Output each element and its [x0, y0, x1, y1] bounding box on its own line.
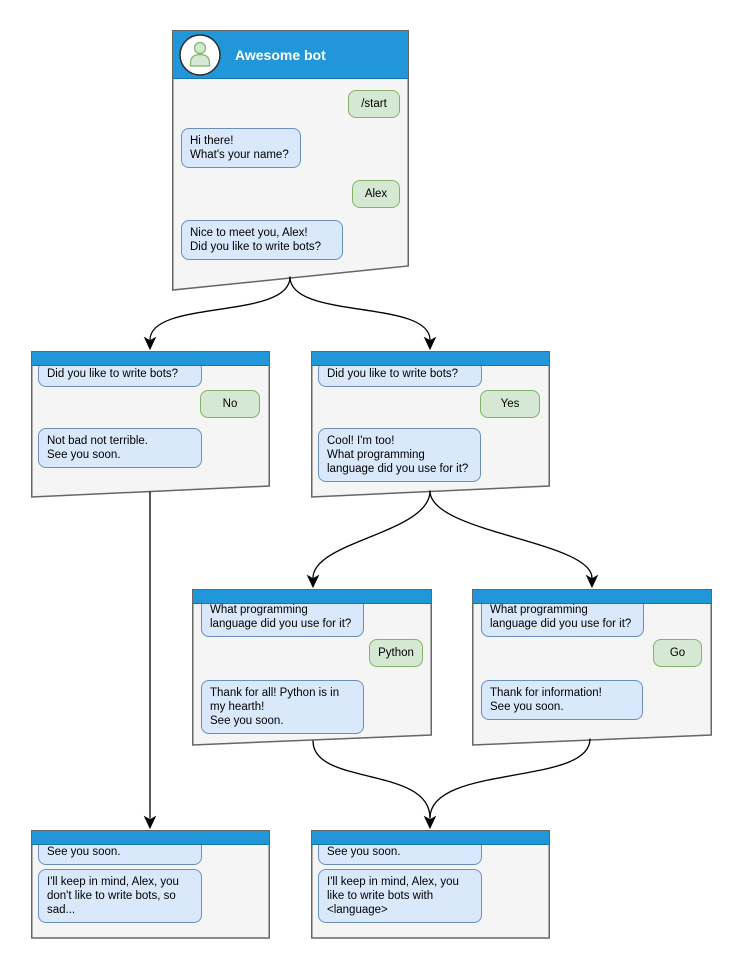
user-message-bubble: Yes — [480, 390, 540, 418]
chat-window-no: Did you like to write bots? No Not bad n… — [31, 351, 270, 498]
chat-header — [473, 590, 711, 604]
person-icon — [189, 41, 211, 67]
chat-window-python: What programming language did you use fo… — [192, 589, 432, 746]
bot-message-bubble: Not bad not terrible. See you soon. — [38, 428, 202, 468]
connector-curve — [429, 738, 591, 819]
bot-message-bubble: Nice to meet you, Alex! Did you like to … — [181, 220, 343, 260]
arrowhead-icon — [585, 574, 599, 589]
user-message-bubble: /start — [348, 90, 400, 118]
chat-window-main: Awesome bot /start Hi there! What's your… — [172, 30, 409, 291]
bot-title: Awesome bot — [235, 46, 326, 63]
chat-window-go: What programming language did you use fo… — [472, 589, 712, 746]
arrowhead-icon — [143, 336, 157, 351]
bot-message-bubble: Thank for all! Python is in my hearth! S… — [201, 680, 364, 734]
arrowhead-icon — [143, 815, 157, 830]
chat-header — [32, 831, 269, 845]
chat-window-end-yes: See you soon. I'll keep in mind, Alex, y… — [311, 830, 550, 939]
user-message-bubble: No — [200, 390, 260, 418]
connector-curve — [312, 740, 431, 819]
chat-window-yes: Did you like to write bots? Yes Cool! I'… — [311, 351, 550, 498]
user-message-bubble: Alex — [352, 180, 400, 208]
user-message-bubble: Go — [653, 639, 702, 667]
bot-message-bubble: I'll keep in mind, Alex, you don't like … — [38, 869, 202, 923]
bot-message-bubble: Thank for information! See you soon. — [481, 680, 643, 720]
arrowhead-icon — [423, 815, 437, 830]
arrowhead-icon — [423, 336, 437, 351]
chat-header: Awesome bot — [173, 31, 408, 79]
chat-header — [32, 352, 269, 366]
chat-header — [193, 590, 431, 604]
connector-curve — [312, 490, 431, 579]
chat-header — [312, 352, 549, 366]
bot-message-bubble: Cool! I'm too! What programming language… — [318, 428, 481, 482]
chat-header — [312, 831, 549, 845]
chat-window-end-no: See you soon. I'll keep in mind, Alex, y… — [31, 830, 270, 939]
bot-message-bubble: Hi there! What's your name? — [181, 128, 301, 168]
connector-curve — [429, 490, 593, 579]
arrowhead-icon — [306, 574, 320, 589]
user-message-bubble: Python — [369, 639, 423, 667]
bot-message-bubble: I'll keep in mind, Alex, you like to wri… — [318, 869, 482, 923]
bot-avatar — [179, 33, 221, 76]
